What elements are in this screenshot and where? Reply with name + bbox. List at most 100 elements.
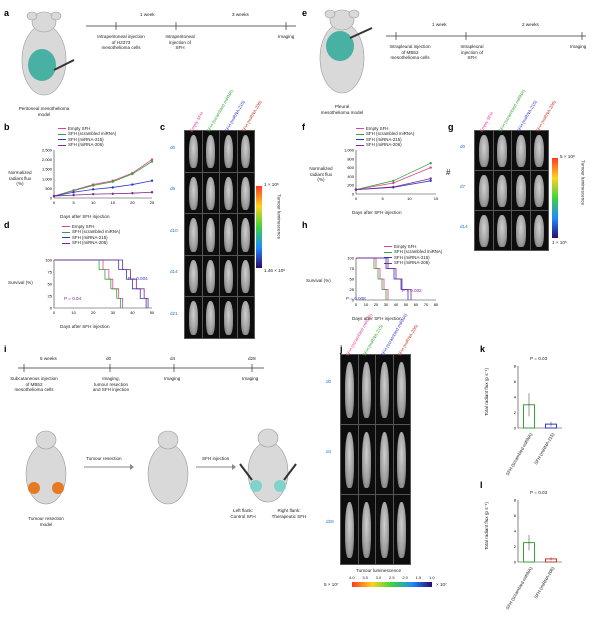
data-point bbox=[429, 166, 432, 169]
y-tick-label: 1,000 bbox=[344, 148, 355, 153]
y-tick-label: 100 bbox=[45, 258, 52, 263]
data-point bbox=[150, 191, 154, 194]
timeline-a-ev1: Intraperitoneal injection of H2373 mesot… bbox=[97, 34, 145, 51]
data-point bbox=[92, 188, 95, 191]
legend-entry: SFH (miRNA-215) bbox=[356, 137, 414, 142]
chart-b-xlabel: Days after SFH injection bbox=[60, 214, 110, 219]
legend-swatch bbox=[356, 144, 364, 146]
resection-mouse-3 bbox=[239, 428, 297, 503]
panel-letter-e: e bbox=[302, 8, 308, 18]
column-label: SFH (miRNA-206) bbox=[534, 99, 557, 133]
colorbar-c-bottom: 1.46 × 10⁶ bbox=[264, 268, 286, 273]
imaging-tile bbox=[340, 424, 359, 495]
step-sfh-injection: SFH injection bbox=[202, 456, 230, 461]
mouse-silhouette bbox=[188, 259, 198, 294]
colorbar-c-title: Tumour luminescence bbox=[276, 194, 282, 240]
y-tick-label: 75 bbox=[350, 266, 355, 271]
panel-letter-k: k bbox=[480, 344, 486, 354]
mouse-silhouette bbox=[379, 501, 389, 559]
mouse-silhouette bbox=[206, 176, 216, 210]
imaging-tile bbox=[357, 424, 376, 495]
imaging-tile bbox=[340, 494, 359, 565]
panel-letter-a: a bbox=[4, 8, 10, 18]
mouse-silhouette bbox=[188, 135, 198, 169]
imaging-tile bbox=[340, 354, 359, 425]
mouse-silhouette bbox=[206, 301, 216, 335]
legend-entry: SFH (scrambled miRNA) bbox=[384, 249, 442, 254]
chart-h-p2: P = 0.008 bbox=[346, 296, 366, 301]
legend-entry: Empty SFH bbox=[384, 244, 442, 249]
data-point bbox=[150, 158, 154, 161]
data-point bbox=[392, 181, 395, 185]
y-tick-label: 2,000 bbox=[42, 157, 53, 162]
colorbar-tick: 1.5 bbox=[415, 575, 422, 580]
legend-label: SFH (miRNA-206) bbox=[366, 142, 402, 148]
imaging-tile bbox=[219, 213, 238, 256]
legend-label: SFH (miRNA-215) bbox=[72, 234, 108, 240]
imaging-tile bbox=[474, 210, 494, 251]
mouse-silhouette bbox=[241, 301, 251, 335]
colorbar-g-title: Tumour luminescence bbox=[580, 160, 586, 206]
y-tick-label: 8 bbox=[514, 364, 517, 369]
y-tick-label: 25 bbox=[48, 294, 53, 299]
legend-entry: SFH (scrambled miRNA) bbox=[356, 131, 414, 136]
x-tick-label: 80 bbox=[434, 302, 439, 307]
arrow-2 bbox=[196, 464, 236, 470]
imaging-tile bbox=[392, 424, 411, 495]
imaging-tile bbox=[474, 170, 494, 211]
legend-label: SFH (miRNA-206) bbox=[72, 240, 108, 246]
series-line bbox=[53, 161, 153, 197]
mouse-silhouette bbox=[188, 218, 198, 252]
y-tick-label: 2 bbox=[514, 410, 517, 415]
row-label: d0 bbox=[170, 144, 176, 150]
mouse-silhouette bbox=[497, 214, 508, 247]
data-point bbox=[131, 192, 134, 195]
mouse-silhouette bbox=[206, 259, 216, 294]
timeline-e-ev3: Imaging bbox=[570, 44, 587, 49]
timeline-a-ev2: Intraperitoneal injection of SFH bbox=[165, 34, 195, 51]
chart-h-p1: P = 0.002 bbox=[402, 288, 422, 293]
legend-swatch bbox=[62, 226, 70, 228]
y-tick-label: 200 bbox=[347, 183, 354, 188]
imaging-tile bbox=[492, 130, 512, 171]
imaging-tile bbox=[529, 130, 549, 171]
category-label: SFH (miRNA-206) bbox=[533, 566, 556, 600]
category-label: SFH (scrambled miRNA) bbox=[504, 566, 534, 611]
y-tick-label: 50 bbox=[350, 277, 355, 282]
chart-d-p2: P = 0.004 bbox=[128, 276, 148, 281]
imaging-tile bbox=[201, 254, 220, 298]
timeline-e-seg1: 1 week bbox=[432, 22, 447, 27]
y-tick-label: 0 bbox=[514, 560, 517, 565]
x-tick-label: 70 bbox=[424, 302, 429, 307]
data-point bbox=[150, 160, 154, 163]
colorbar-tick: 2.0 bbox=[402, 575, 408, 580]
arrow-1 bbox=[84, 464, 134, 470]
series-line bbox=[356, 257, 387, 300]
legend-entry: SFH (miRNA-215) bbox=[62, 235, 120, 240]
imaging-tile bbox=[201, 130, 220, 173]
x-tick-label: 30 bbox=[384, 302, 389, 307]
panel-letter-b: b bbox=[4, 122, 10, 132]
mouse-silhouette bbox=[241, 218, 251, 252]
x-tick-label: 10 bbox=[364, 302, 369, 307]
imaging-tile bbox=[184, 130, 203, 173]
mouse-silhouette bbox=[497, 134, 508, 167]
chart-k-categories: SFH (scrambled miRNA)SFH (miRNA-215) bbox=[505, 432, 566, 476]
imaging-tile bbox=[219, 130, 238, 173]
imaging-tile bbox=[184, 213, 203, 256]
mouse-silhouette bbox=[241, 135, 251, 169]
legend-entry: SFH (scrambled miRNA) bbox=[62, 229, 120, 234]
mouse-silhouette bbox=[534, 174, 545, 207]
timeline-i-d4: d4 bbox=[170, 356, 176, 361]
x-tick-label: 20 bbox=[130, 200, 135, 205]
timeline-i-seg1: 5 weeks bbox=[40, 356, 57, 361]
legend-label: SFH (miRNA-215) bbox=[68, 136, 104, 142]
data-point bbox=[429, 177, 432, 180]
panel-letter-d: d bbox=[4, 220, 10, 230]
legend-swatch bbox=[356, 128, 364, 130]
colorbar-g-bottom: 1 × 10⁶ bbox=[552, 240, 567, 245]
resection-mouse-2 bbox=[147, 430, 189, 505]
y-tick-label: 75 bbox=[48, 270, 53, 275]
